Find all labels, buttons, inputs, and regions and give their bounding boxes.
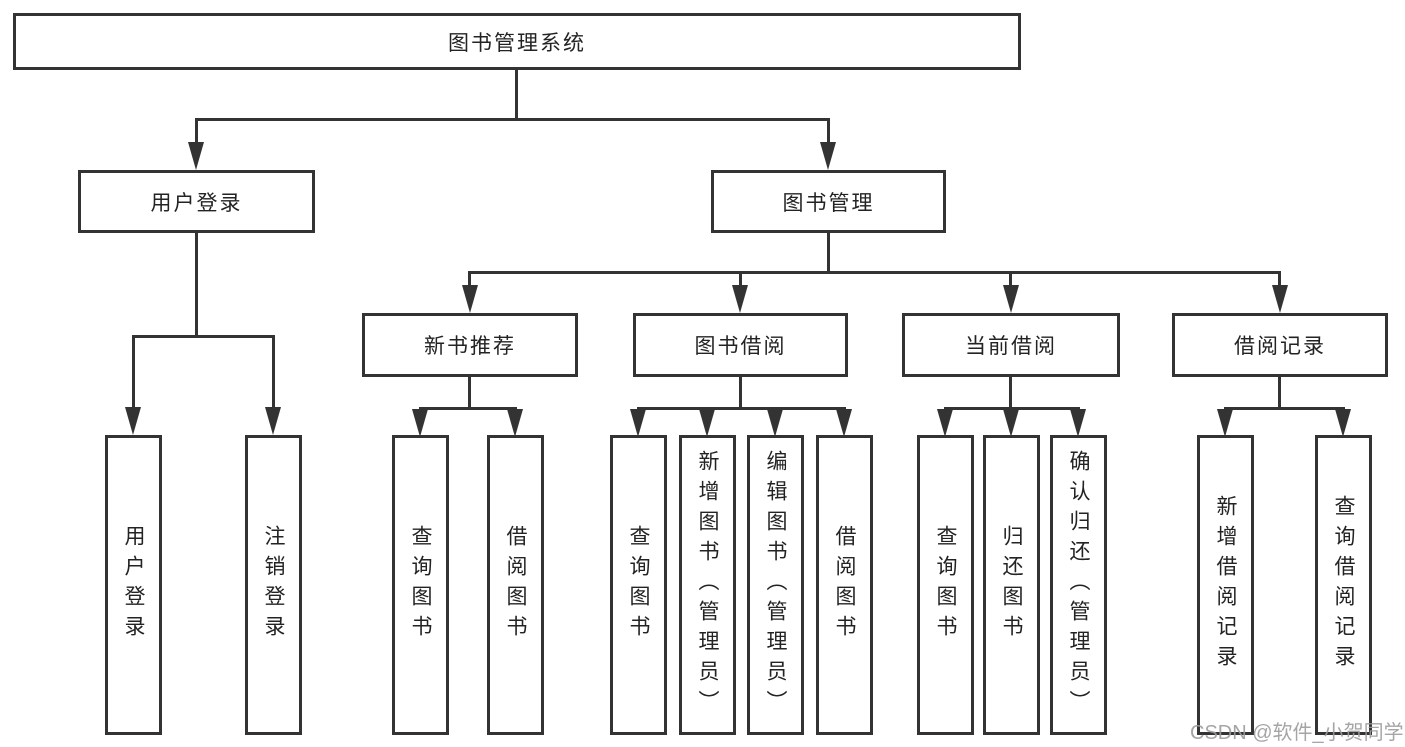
arrow-down-icon [1272,285,1288,313]
connector-new-book-stem [468,377,471,407]
connector-borrow-rail [637,407,846,410]
arrow-down-icon [767,409,783,437]
connector-drop-leaf-login [132,335,135,407]
connector-root-rail [195,118,830,121]
leaf-label: 归还图书 [1000,525,1023,645]
leaf-borrow-borrow-books: 借阅图书 [816,435,873,735]
arrow-down-icon [630,409,646,437]
arrow-down-icon [462,285,478,313]
leaf-label: 查询图书 [627,525,650,645]
arrow-down-icon [1217,409,1233,437]
leaf-label: 新增借阅记录 [1214,495,1237,675]
leaf-label: 查询图书 [934,525,957,645]
leaf-label: 编辑图书（管理员） [764,450,787,720]
connector-user-login-stem [195,233,198,335]
node-label: 图书借阅 [694,335,787,358]
leaf-current-return-books: 归还图书 [983,435,1040,735]
leaf-label: 借阅图书 [504,525,527,645]
arrow-down-icon [836,409,852,437]
leaf-borrow-edit-books-admin: 编辑图书（管理员） [747,435,804,735]
connector-user-login-rail [132,335,275,338]
connector-new-book-rail [419,407,517,410]
connector-drop-record [1278,271,1281,287]
leaf-borrow-query-books: 查询图书 [610,435,667,735]
node-book-management-branch: 图书管理 [711,170,946,233]
connector-record-stem [1278,377,1281,407]
leaf-logout: 注销登录 [245,435,302,735]
connector-current-stem [1009,377,1012,407]
connector-drop-borrow [739,271,742,287]
leaf-current-confirm-return-admin: 确认归还（管理员） [1050,435,1107,735]
arrow-down-icon [188,142,204,170]
connector-book-mgmt-rail [468,271,1281,274]
node-library-management-system: 图书管理系统 [13,13,1021,70]
arrow-down-icon [265,407,281,435]
node-label: 借阅记录 [1234,335,1326,358]
node-label: 用户登录 [150,191,243,215]
arrow-down-icon [1070,409,1086,437]
leaf-label: 确认归还（管理员） [1067,450,1090,720]
leaf-label: 查询借阅记录 [1332,495,1355,675]
connector-current-rail [944,407,1080,410]
arrow-down-icon [412,409,428,437]
leaf-label: 用户登录 [122,525,145,645]
arrow-down-icon [1003,409,1019,437]
leaf-label: 查询图书 [409,525,432,645]
node-label: 当前借阅 [965,335,1057,358]
connector-record-rail [1224,407,1345,410]
node-label: 新书推荐 [424,335,516,358]
csdn-watermark: CSDN @软件_小贺同学 [1190,722,1404,744]
arrow-down-icon [1335,409,1351,437]
leaf-newbook-borrow-books: 借阅图书 [487,435,544,735]
leaf-record-query-record: 查询借阅记录 [1315,435,1372,735]
connector-book-mgmt-stem [827,233,830,271]
leaf-borrow-add-books-admin: 新增图书（管理员） [679,435,736,735]
leaf-label: 注销登录 [262,525,285,645]
arrow-down-icon [937,409,953,437]
connector-drop-new-book [468,271,471,287]
node-book-borrowing: 图书借阅 [633,313,848,377]
arrow-down-icon [699,409,715,437]
arrow-down-icon [1003,285,1019,313]
connector-root-stem [515,70,518,118]
connector-borrow-stem [739,377,742,407]
connector-drop-leaf-logout [272,335,275,407]
connector-drop-book-mgmt [827,118,830,144]
node-label: 图书管理系统 [448,31,586,55]
node-current-borrowing: 当前借阅 [902,313,1120,377]
arrow-down-icon [125,407,141,435]
node-borrowing-records: 借阅记录 [1172,313,1388,377]
leaf-newbook-query-books: 查询图书 [392,435,449,735]
node-label: 图书管理 [782,191,875,215]
arrow-down-icon [732,285,748,313]
node-new-book-recommend: 新书推荐 [362,313,578,377]
arrow-down-icon [507,409,523,437]
connector-drop-user-login [195,118,198,144]
leaf-record-add-record: 新增借阅记录 [1197,435,1254,735]
leaf-label: 新增图书（管理员） [696,450,719,720]
leaf-current-query-books: 查询图书 [917,435,974,735]
leaf-user-login: 用户登录 [105,435,162,735]
arrow-down-icon [820,142,836,170]
connector-drop-current [1009,271,1012,287]
node-user-login-branch: 用户登录 [78,170,315,233]
leaf-label: 借阅图书 [833,525,856,645]
